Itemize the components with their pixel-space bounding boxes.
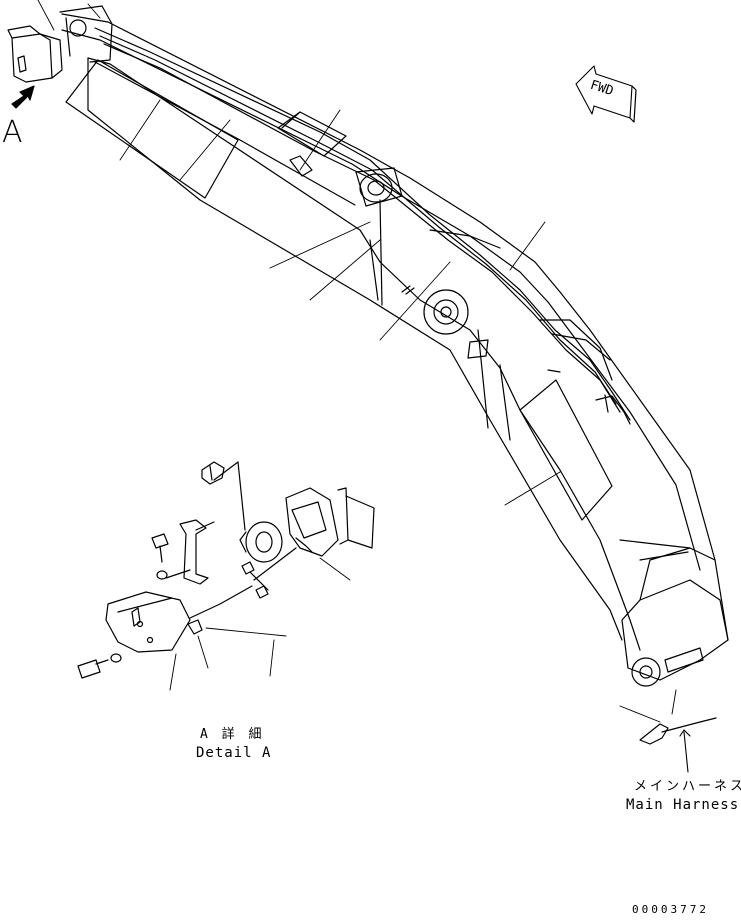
label-plates <box>65 59 613 521</box>
view-arrow-label: A <box>2 115 23 150</box>
harness-hoses <box>94 27 691 561</box>
detail-label-jp: A 詳 細 <box>200 727 265 742</box>
detail-a-parts <box>77 461 375 679</box>
boom-body <box>59 5 729 687</box>
main-harness-connector <box>639 717 717 773</box>
harness-label-en: Main Harness <box>626 797 740 813</box>
work-lamp <box>7 25 63 83</box>
detail-a-leaders <box>169 557 351 691</box>
drawing-number: 00003772 <box>632 903 709 916</box>
boom-pin-bracket <box>401 285 489 359</box>
view-arrow-a <box>11 85 35 109</box>
fwd-arrow <box>575 65 637 123</box>
detail-label-en: Detail A <box>196 745 272 761</box>
harness-label-jp: メインハーネス <box>634 779 741 794</box>
leader-lines <box>37 0 677 723</box>
